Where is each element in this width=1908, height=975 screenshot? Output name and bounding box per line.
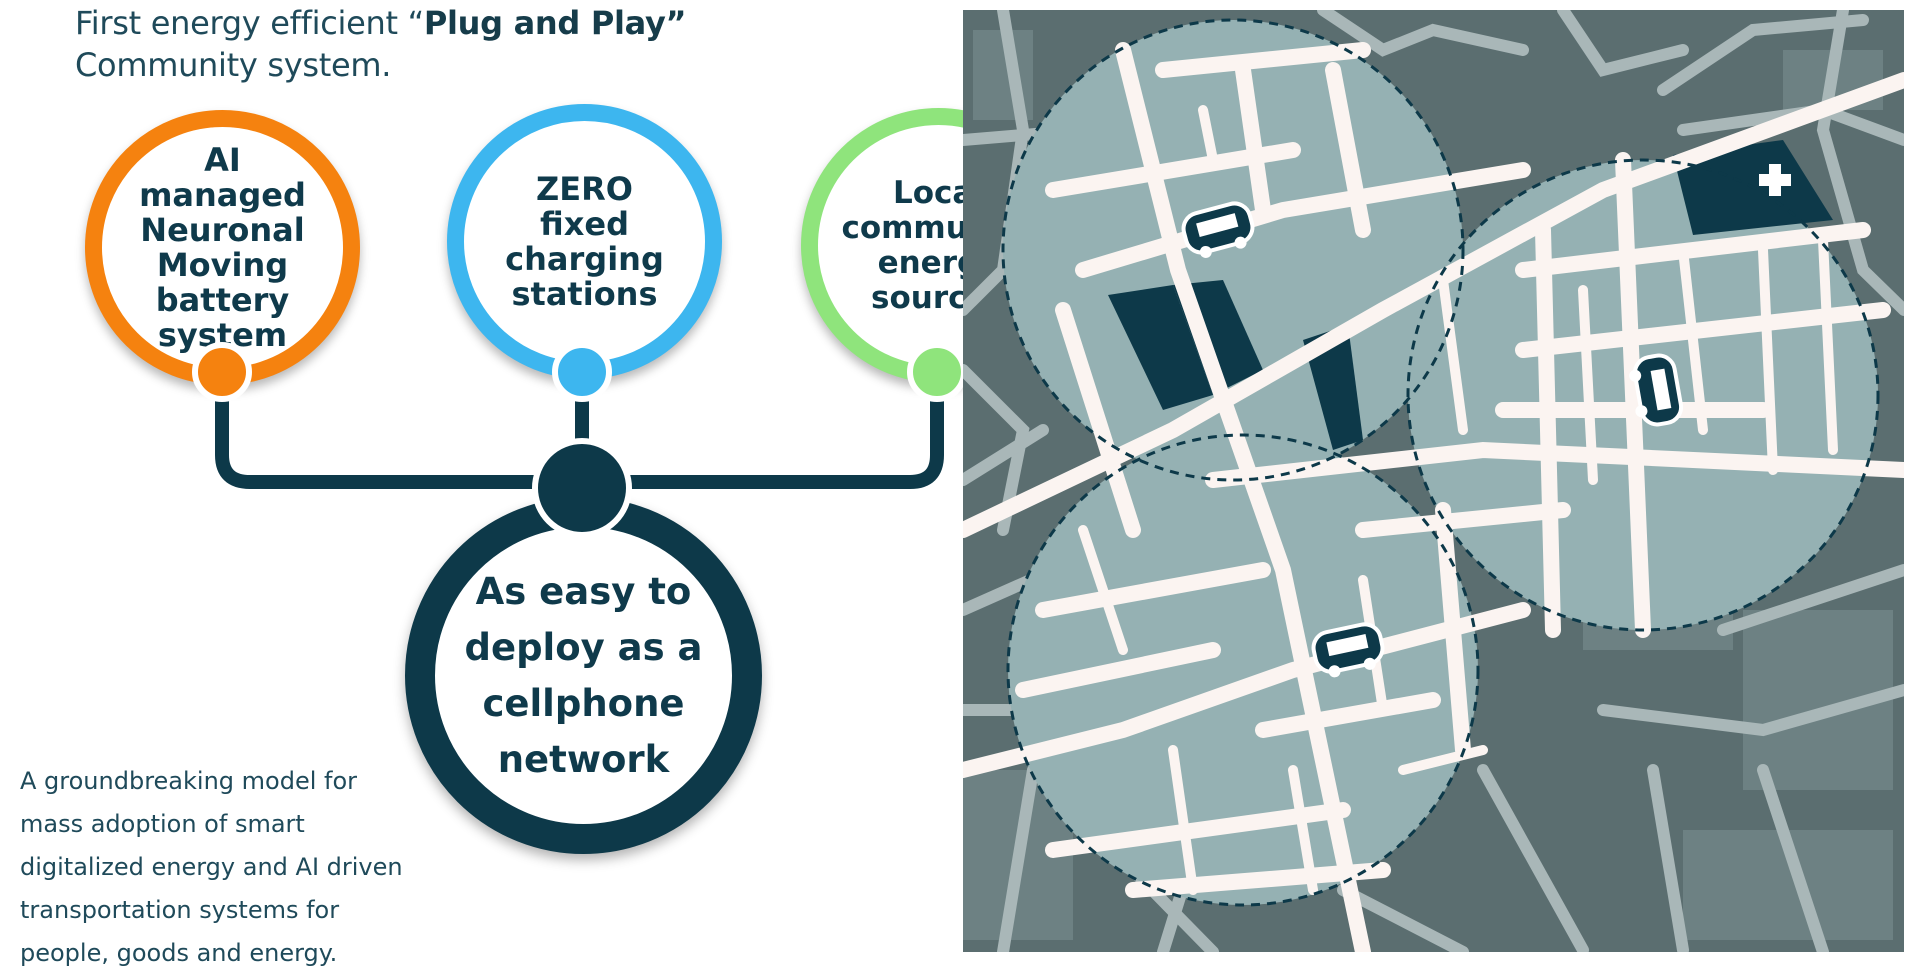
heading-line2: Community system. [75,46,392,84]
heading-emphasis: Plug and Play” [423,4,687,42]
feature-zero-charging: ZERO fixed charging stations [447,104,722,379]
autonomous-shuttle-icon [1629,353,1684,427]
main-message-text: As easy to deploy as a cellphone network [464,569,703,781]
description-text: A groundbreaking model for mass adoption… [20,767,403,967]
city-map [963,10,1904,952]
autonomous-shuttle-icon [1181,201,1255,258]
feature-ai-battery: AI managed Neuronal Moving battery syste… [85,110,360,385]
coverage-zones [1001,18,1880,907]
connector-hub [532,438,632,538]
autonomous-shuttle-icon [1311,622,1385,678]
green-connector-dot [907,342,967,402]
inner-roads [963,42,1904,952]
heading-prefix: First energy efficient “ [75,4,424,42]
page-heading: First energy efficient “Plug and Play” C… [75,2,695,86]
feature-ai-battery-label: AI managed Neuronal Moving battery syste… [139,140,306,354]
main-message-circle: As easy to deploy as a cellphone network [405,497,762,854]
hospital-cross-icon [1759,164,1791,196]
feature-zero-charging-label: ZERO fixed charging stations [505,169,664,313]
orange-connector-dot [192,342,252,402]
blue-connector-dot [552,342,612,402]
